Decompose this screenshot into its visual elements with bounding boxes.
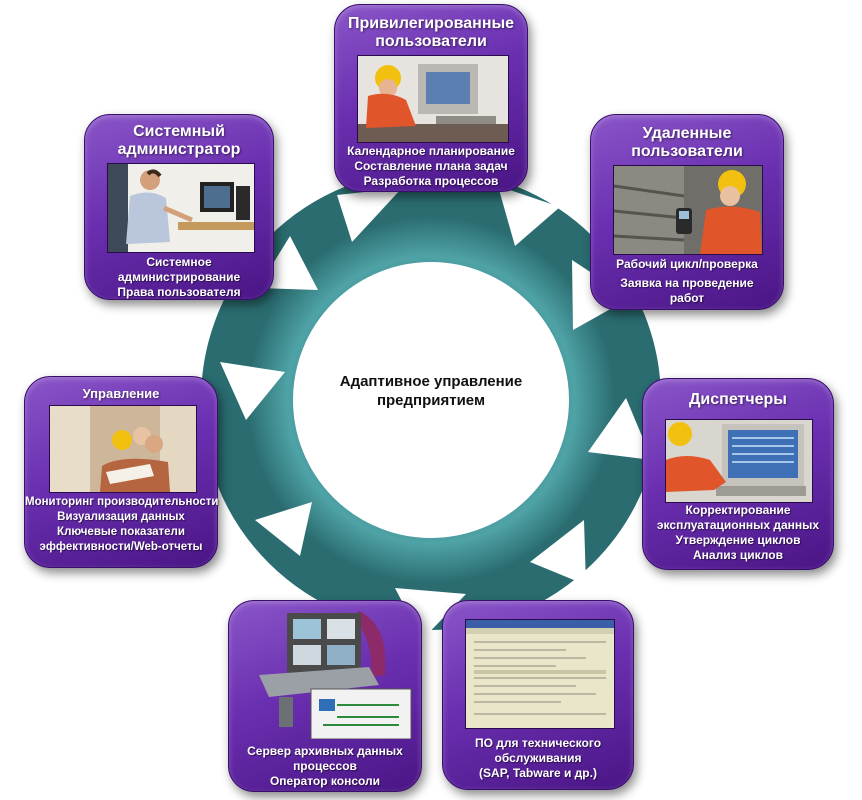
center-title-line: предприятием — [376, 392, 486, 409]
photo-engineer-workstation — [357, 55, 509, 143]
card-archive-server: Сервер архивных данных процессов Операто… — [228, 600, 422, 792]
arrow-separator — [588, 398, 652, 460]
card-title: Управление — [25, 385, 217, 403]
card-line: Анализ циклов — [693, 548, 783, 562]
card-lines: Мониторинг производительности Визуализац… — [25, 495, 219, 555]
card-remote-users: Удаленные пользователи Рабочий цикл/пров… — [590, 114, 784, 310]
photo-management-team — [49, 405, 197, 493]
card-title-line: Диспетчеры — [689, 391, 787, 408]
card-line: (SAP, Tabware и др.) — [479, 766, 597, 780]
arrow-separator — [255, 502, 312, 556]
card-lines: Календарное планирование Составление пла… — [335, 144, 527, 189]
card-title-line: Удаленные — [642, 125, 732, 142]
card-line: Визуализация данных — [57, 511, 185, 523]
card-line: ПО для технического — [474, 736, 602, 750]
card-title-line: пользователи — [375, 33, 487, 50]
photo-field-worker-handheld — [613, 165, 763, 255]
photo-sap-screen — [465, 619, 615, 729]
card-line: Права пользователя — [117, 285, 241, 299]
arrow-separator — [220, 362, 285, 420]
photo-sysadmin-desk — [107, 163, 255, 253]
card-line: Составление плана задач — [354, 159, 508, 173]
card-lines: ПО для технического обслуживания (SAP, T… — [443, 736, 633, 781]
arrow-separator — [395, 588, 466, 640]
card-title: Диспетчеры — [643, 391, 833, 409]
card-line: обслуживания — [494, 751, 582, 765]
center-title: Адаптивное управление предприятием — [311, 372, 551, 410]
card-title: Привилегированные пользователи — [335, 15, 527, 51]
card-maintenance-software: ПО для технического обслуживания (SAP, T… — [442, 600, 634, 790]
card-system-administrator: Системный администратор Системное админи… — [84, 114, 274, 300]
card-line: Календарное планирование — [347, 144, 515, 158]
card-line: Корректирование — [685, 503, 791, 517]
card-title-line: Управление — [82, 386, 160, 401]
card-line: Утверждение циклов — [675, 533, 801, 547]
card-line: процессов — [293, 759, 357, 773]
arrow-separator — [498, 186, 560, 246]
photo-operator-console — [259, 611, 412, 739]
card-title-line: пользователи — [631, 143, 743, 160]
card-lines: Системное администрирование Права пользо… — [85, 255, 273, 300]
card-line: Ключевые показатели — [57, 526, 185, 538]
photo-dispatcher-monitor — [665, 419, 813, 503]
arrow-separator — [530, 520, 586, 585]
card-line: эксплуатационных данных — [656, 518, 820, 532]
arrow-separators — [220, 186, 652, 640]
card-title: Удаленные пользователи — [591, 125, 783, 161]
card-title-line: администратор — [117, 141, 241, 158]
card-lines: Рабочий цикл/проверка Заявка на проведен… — [591, 257, 783, 306]
card-line: эффективности/Web-отчеты — [39, 541, 203, 553]
card-title-line: Привилегированные — [347, 15, 515, 32]
card-line: Системное — [146, 255, 212, 269]
card-privileged-users: Привилегированные пользователи Календарн… — [334, 4, 528, 192]
card-line: Оператор консоли — [269, 774, 381, 788]
card-lines: Корректирование эксплуатационных данных … — [643, 503, 833, 563]
card-line: Сервер архивных данных — [247, 744, 403, 758]
card-line: Мониторинг производительности — [25, 496, 219, 508]
card-line: администрирование — [117, 270, 241, 284]
card-lines: Сервер архивных данных процессов Операто… — [229, 744, 421, 789]
card-dispatchers: Диспетчеры Корректирование эксплуатацион… — [642, 378, 834, 570]
card-line: Разработка процессов — [363, 174, 499, 188]
arrow-separator — [337, 188, 402, 242]
card-line: Рабочий цикл/проверка — [616, 257, 758, 271]
center-title-line: Адаптивное управление — [339, 373, 523, 390]
card-line: Заявка на проведение — [620, 276, 754, 290]
card-title: Системный администратор — [85, 123, 273, 159]
card-management: Управление Мониторинг производительности… — [24, 376, 218, 568]
card-line: работ — [669, 291, 705, 305]
card-title-line: Системный — [133, 123, 225, 140]
